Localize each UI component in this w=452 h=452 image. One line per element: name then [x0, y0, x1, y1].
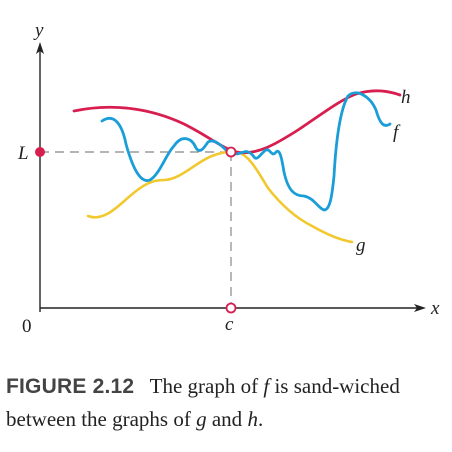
- figure-caption: FIGURE 2.12 The graph of f is sand-wiche…: [6, 370, 446, 435]
- caption-text-3: and: [206, 407, 248, 431]
- open-circle-at-c-L: [225, 146, 237, 158]
- caption-f: f: [263, 374, 270, 398]
- caption-text-4: .: [257, 407, 264, 431]
- curve-f: [100, 91, 392, 212]
- curve-g: [86, 150, 354, 244]
- caption-text-2: is sand-wiched between the graphs of: [6, 374, 400, 431]
- x-axis-label: x: [430, 298, 440, 319]
- c-label: c: [225, 314, 234, 335]
- caption-g: g: [196, 407, 207, 431]
- y-axis-label: y: [33, 20, 44, 41]
- curve-h-label: h: [401, 87, 411, 108]
- limit-point-dot: [35, 147, 45, 157]
- curve-h: [72, 89, 402, 155]
- y-axis-arrowhead: [36, 42, 44, 54]
- origin-label: 0: [22, 316, 32, 337]
- curve-f-label: f: [393, 122, 401, 143]
- figure-number: FIGURE 2.12: [6, 375, 135, 398]
- open-circle-at-c: [225, 302, 237, 314]
- curve-g-label: g: [356, 235, 366, 256]
- caption-text-1: The graph of: [149, 374, 264, 398]
- x-axis-arrowhead: [414, 304, 426, 312]
- limit-L-label: L: [17, 143, 29, 164]
- caption-h: h: [247, 407, 258, 431]
